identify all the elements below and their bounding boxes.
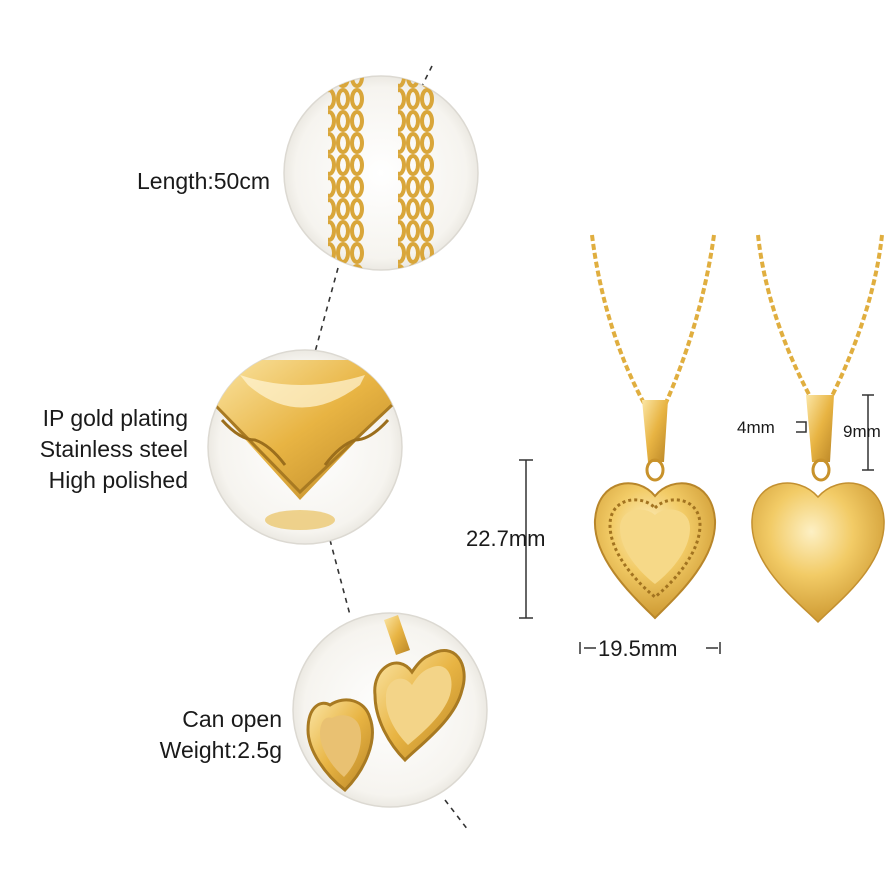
can-open-text: Can open [182, 706, 282, 732]
locket-label: Can open Weight:2.5g [60, 704, 282, 766]
plating-line-1: IP gold plating [42, 405, 188, 431]
width-dimension-label: 19.5mm [598, 636, 678, 661]
plating-closeup [207, 349, 403, 545]
back-locket-image [751, 234, 885, 624]
chain-length-label: Length:50cm [60, 166, 270, 197]
open-locket-closeup [292, 612, 488, 808]
bail-width-label: 4mm [737, 418, 775, 437]
plating-label: IP gold plating Stainless steel High pol… [0, 403, 188, 496]
plating-line-3: High polished [48, 467, 188, 493]
height-dimension-label: 22.7mm [466, 526, 546, 551]
plating-line-2: Stainless steel [39, 436, 188, 462]
dimension-lines [519, 394, 874, 654]
front-locket-image [590, 234, 717, 620]
chain-length-text: Length:50cm [137, 168, 270, 194]
weight-text: Weight:2.5g [159, 737, 282, 763]
chain-closeup [283, 75, 479, 271]
bail-height-label: 9mm [843, 422, 881, 441]
